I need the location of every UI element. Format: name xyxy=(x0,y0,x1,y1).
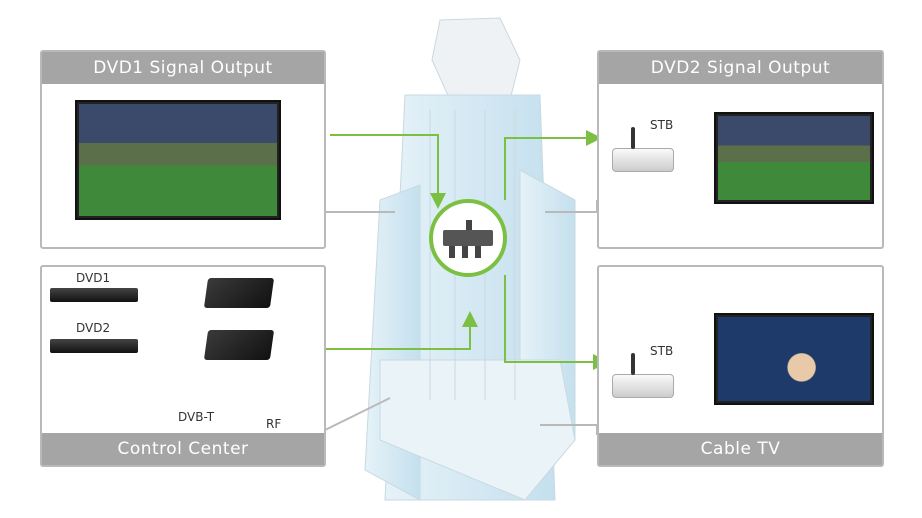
television-icon xyxy=(75,100,281,220)
modulator-icon xyxy=(203,278,275,308)
television-icon xyxy=(714,112,874,204)
television-icon xyxy=(714,313,874,405)
dvb-t-label: DVB-T xyxy=(178,410,215,424)
panel-title: Cable TV xyxy=(599,433,882,465)
stb-label: STB xyxy=(650,118,674,132)
panel-title: DVD1 Signal Output xyxy=(42,52,324,84)
set-top-box-icon xyxy=(612,127,674,172)
stb-label: STB xyxy=(650,344,674,358)
splitter-icon xyxy=(443,220,493,258)
modulator-icon xyxy=(203,330,275,360)
dvd2-label: DVD2 xyxy=(76,321,111,335)
panel-title: Control Center xyxy=(42,433,324,465)
panel-title: DVD2 Signal Output xyxy=(599,52,882,84)
building-icon xyxy=(364,17,576,501)
dvd1-label: DVD1 xyxy=(76,271,111,285)
dvd-player-icon xyxy=(50,288,138,302)
rf-label: RF xyxy=(266,417,282,431)
set-top-box-icon xyxy=(612,353,674,398)
dvd-player-icon xyxy=(50,339,138,353)
